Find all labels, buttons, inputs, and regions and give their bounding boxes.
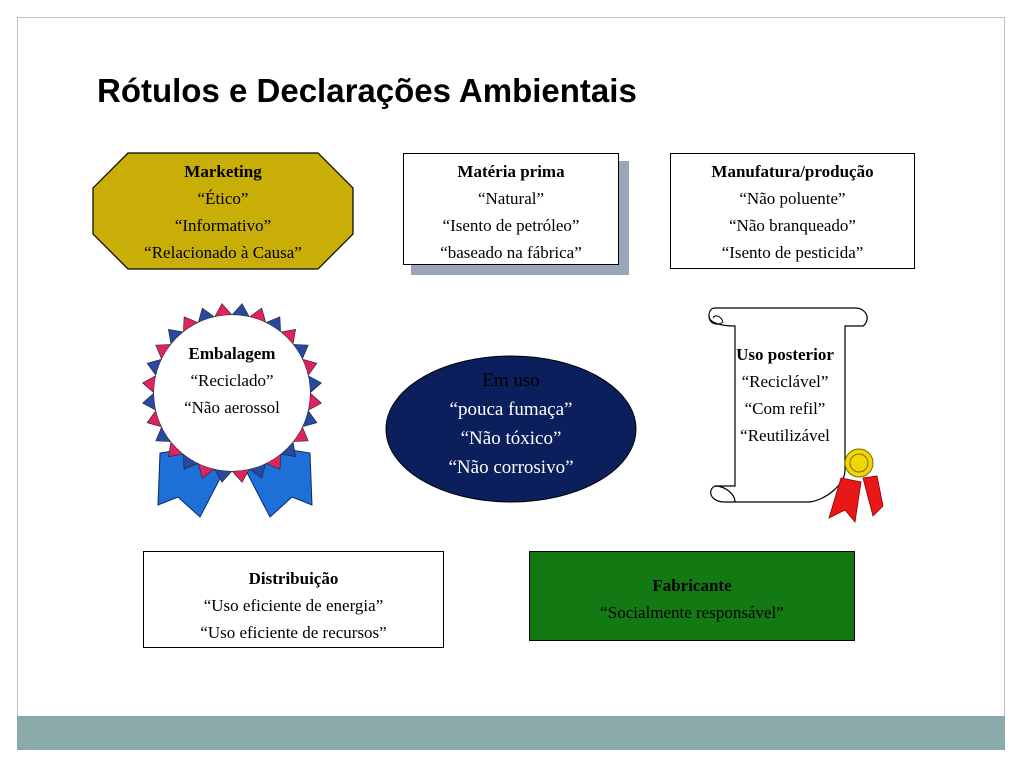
uso-posterior-line: “Reutilizável xyxy=(740,426,830,445)
uso-posterior-line: “Com refil” xyxy=(744,399,826,418)
embalagem-heading: Embalagem xyxy=(188,344,276,363)
em-uso-ellipse xyxy=(385,355,637,503)
footer-bar xyxy=(17,716,1005,750)
marketing-label: Marketing “Ético” “Informativo” “Relacio… xyxy=(92,158,354,266)
marketing-octagon xyxy=(92,152,354,270)
em-uso-line: “Não tóxico” xyxy=(460,428,562,449)
slide-title: Rótulos e Declarações Ambientais xyxy=(97,72,637,109)
marketing-line: “Relacionado à Causa” xyxy=(144,243,302,262)
distribuicao-heading: Distribuição xyxy=(248,569,339,588)
marketing-heading: Marketing xyxy=(184,162,262,181)
uso-posterior-label: Uso posterior “Reciclável” “Com refil” “… xyxy=(710,341,860,449)
em-uso-line: “pouca fumaça” xyxy=(449,399,573,420)
distribuicao-box: Distribuição “Uso eficiente de energia” … xyxy=(143,551,444,648)
em-uso-label: Em uso “pouca fumaça” “Não tóxico” “Não … xyxy=(385,366,637,482)
manufatura-line: “Não branqueado” xyxy=(729,216,856,235)
materia-prima-box: Matéria prima “Natural” “Isento de petró… xyxy=(403,153,619,265)
fabricante-box: Fabricante “Socialmente responsável” xyxy=(529,551,855,641)
manufatura-heading: Manufatura/produção xyxy=(711,162,874,181)
rosette-ribbon xyxy=(142,303,322,518)
em-uso-heading: Em uso xyxy=(482,370,540,391)
materia-prima-line: “Natural” xyxy=(477,189,545,208)
fabricante-line: “Socialmente responsável” xyxy=(600,603,784,622)
uso-posterior-line: “Reciclável” xyxy=(741,372,829,391)
materia-prima-line: “Isento de petróleo” xyxy=(442,216,580,235)
materia-prima-line: “baseado na fábrica” xyxy=(440,243,582,262)
embalagem-label: Embalagem “Reciclado” “Não aerossol xyxy=(140,340,324,421)
manufatura-box: Manufatura/produção “Não poluente” “Não … xyxy=(670,153,915,269)
em-uso-line: “Não corrosivo” xyxy=(448,457,574,478)
materia-prima-heading: Matéria prima xyxy=(457,162,565,181)
embalagem-line: “Não aerossol xyxy=(184,398,280,417)
marketing-line: “Informativo” xyxy=(174,216,272,235)
fabricante-heading: Fabricante xyxy=(652,576,732,595)
distribuicao-line: “Uso eficiente de recursos” xyxy=(200,623,387,642)
scroll-icon xyxy=(708,307,884,523)
embalagem-line: “Reciclado” xyxy=(190,371,274,390)
manufatura-line: “Não poluente” xyxy=(739,189,846,208)
manufatura-line: “Isento de pesticida” xyxy=(721,243,864,262)
uso-posterior-heading: Uso posterior xyxy=(736,345,834,364)
marketing-line: “Ético” xyxy=(197,189,249,208)
distribuicao-line: “Uso eficiente de energia” xyxy=(203,596,384,615)
